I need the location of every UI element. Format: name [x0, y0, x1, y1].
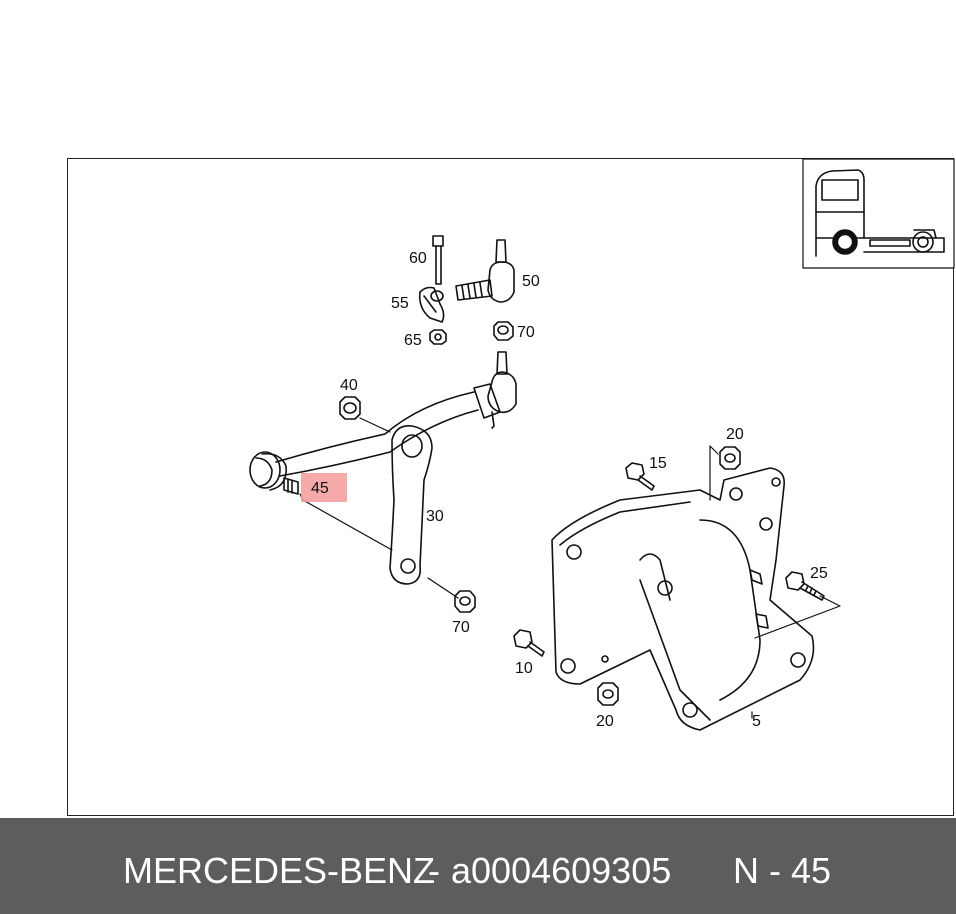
footer-bar: [0, 818, 956, 914]
callout-40: 40: [340, 377, 358, 394]
nut-40: [339, 396, 361, 420]
drag-link: [249, 351, 517, 495]
callout-55: 55: [391, 295, 409, 312]
bolt-60: [432, 235, 444, 285]
bracket-5: [551, 467, 815, 731]
callout-50: 50: [522, 273, 540, 290]
truck-inset: [802, 158, 955, 269]
callout-65: 65: [404, 332, 422, 349]
tie-rod-end-50: [455, 239, 515, 303]
nut-65: [429, 329, 447, 345]
leader-lines: [299, 417, 841, 719]
nut-70-lower: [454, 590, 476, 613]
callout-15: 15: [649, 455, 667, 472]
callout-20-lower: 20: [596, 713, 614, 730]
footer-separator: -: [428, 850, 440, 891]
callout-10: 10: [515, 660, 533, 677]
callout-45: 45: [311, 480, 329, 497]
bolt-15: [625, 462, 655, 491]
footer-part-number: a0004609305: [451, 850, 672, 891]
callout-5: 5: [752, 713, 761, 730]
callout-60: 60: [409, 250, 427, 267]
callout-70-upper: 70: [517, 324, 535, 341]
callout-45-highlight: [301, 473, 347, 502]
callout-20-upper: 20: [726, 426, 744, 443]
callout-70-lower: 70: [452, 619, 470, 636]
callout-30: 30: [426, 508, 444, 525]
footer-position: N - 45: [733, 850, 832, 891]
nut-20-upper: [719, 446, 741, 470]
footer-brand: MERCEDES-BENZ: [123, 850, 436, 891]
nut-70-upper: [493, 321, 514, 341]
clamp-55: [418, 286, 445, 323]
callout-25: 25: [810, 565, 828, 582]
nut-20-lower: [597, 682, 619, 706]
bolt-10: [513, 629, 545, 657]
pitman-arm-30: [389, 424, 433, 585]
